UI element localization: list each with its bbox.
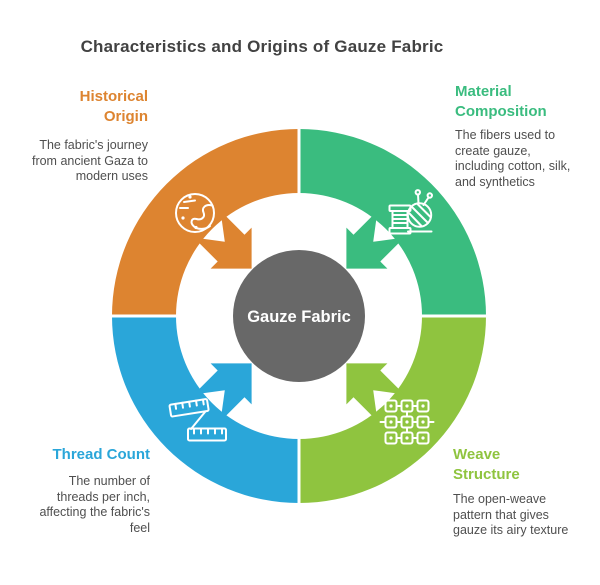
quadrant-weave-structure — [299, 316, 486, 503]
heading-material-composition: Material Composition — [455, 83, 547, 120]
quadrant-historical-origin — [112, 129, 299, 316]
center-circle — [233, 250, 365, 382]
heading-thread-count: Thread Count — [52, 446, 151, 463]
arrow-material-composition — [346, 210, 405, 269]
body-thread-count: The number of threads per inch, affectin… — [39, 474, 150, 535]
arrow-thread-count — [193, 363, 252, 422]
arrow-historical-origin — [193, 210, 252, 269]
body-material-composition: The fibers used to create gauze, includi… — [455, 128, 571, 189]
planet-icon — [175, 193, 215, 233]
arrow-weave-structure — [346, 363, 405, 422]
body-historical-origin: The fabric's journey from ancient Gaza t… — [31, 138, 148, 183]
page-title: Characteristics and Origins of Gauze Fab… — [80, 37, 444, 56]
weave-grid-icon — [379, 399, 435, 445]
center-label: Gauze Fabric — [247, 308, 351, 326]
quadrant-separators — [108, 125, 490, 507]
heading-weave-structure: Weave Structure — [453, 446, 520, 483]
measuring-tape-icon — [168, 398, 227, 442]
quadrant-thread-count — [112, 316, 299, 503]
heading-historical-origin: Historical Origin — [79, 88, 148, 125]
yarn-and-spool-icon — [388, 189, 433, 235]
body-weave-structure: The open-weave pattern that gives gauze … — [453, 492, 569, 537]
